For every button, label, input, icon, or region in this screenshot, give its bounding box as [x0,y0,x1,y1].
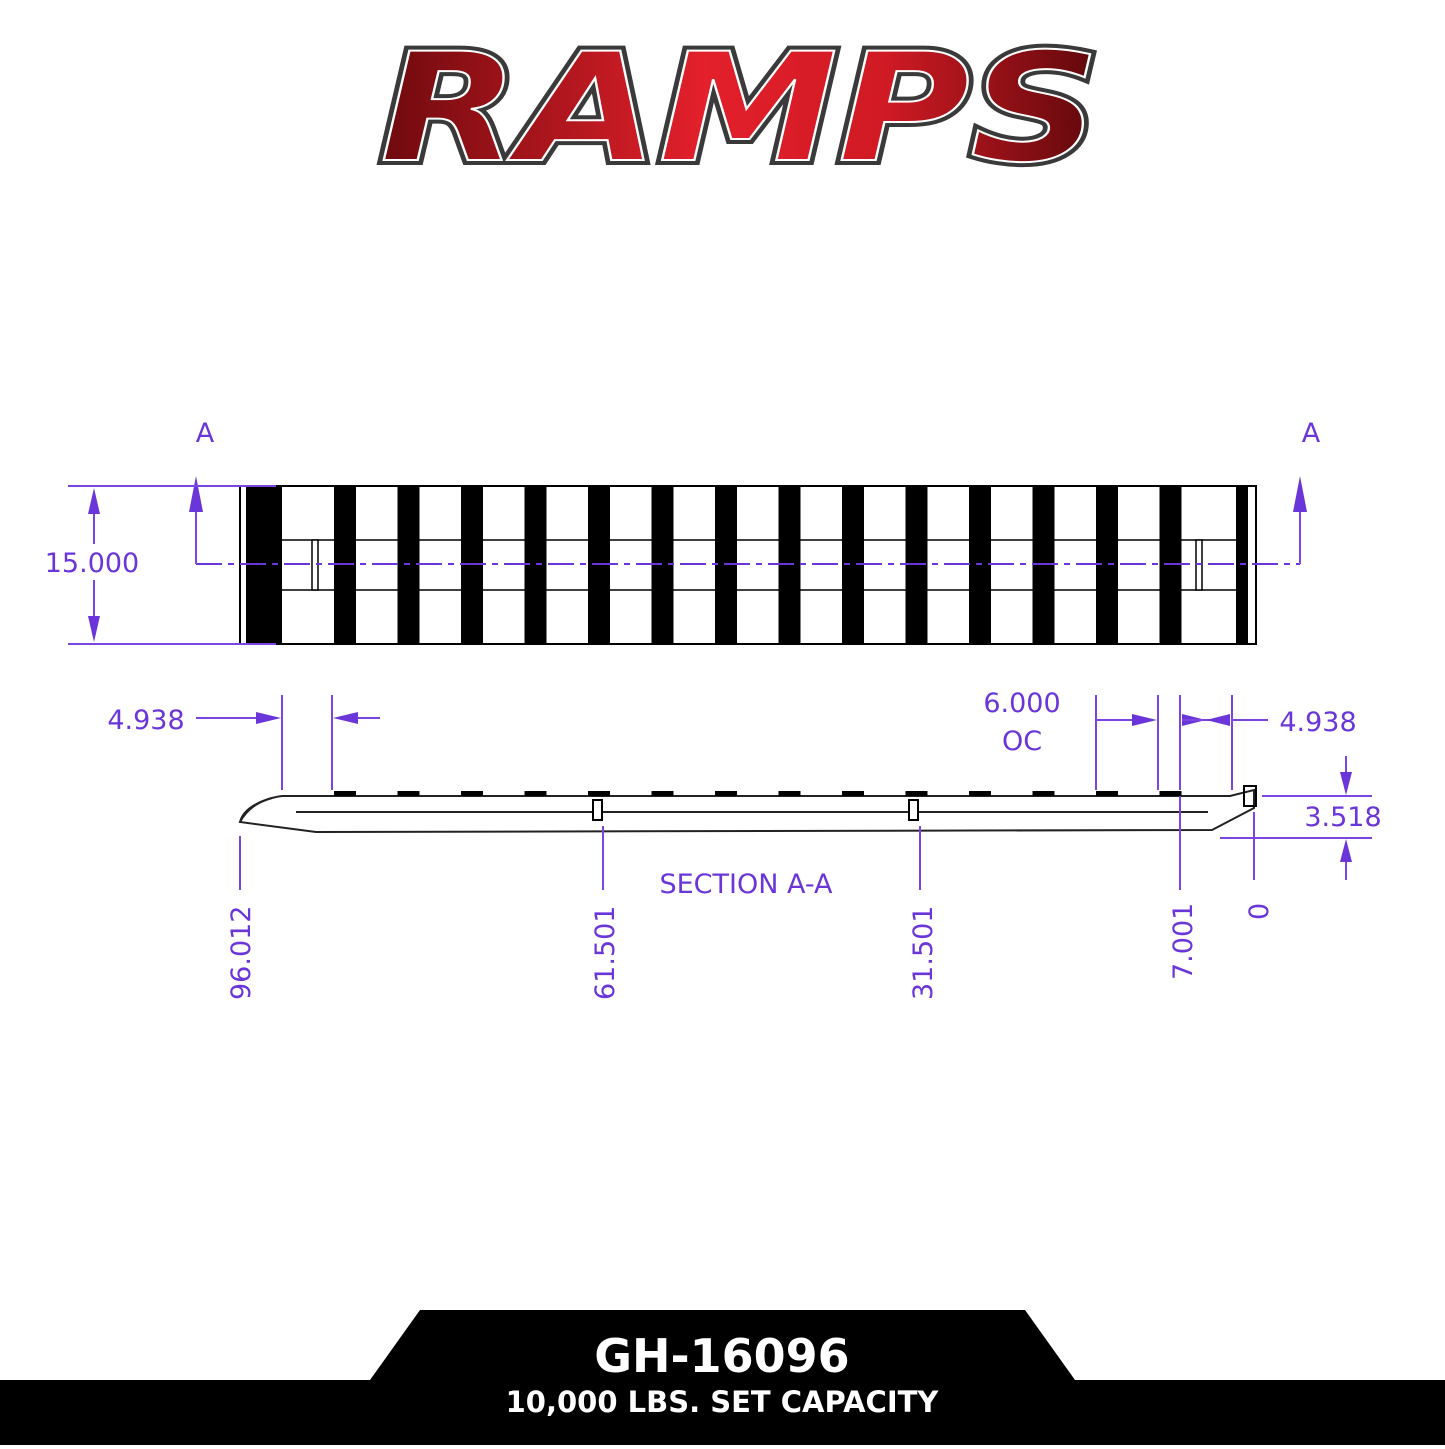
tread [969,791,991,796]
tread [905,791,928,796]
tread [842,791,864,796]
section-marker-left-label: A [196,418,215,449]
section-marker-right: A [1293,418,1321,564]
right-offset-label: 4.938 [1279,707,1356,738]
tread [651,791,674,796]
spacing-label: 6.000 [983,688,1060,719]
arrow-left-icon [1206,714,1230,726]
ramp-lip [239,797,273,823]
tread [715,791,737,796]
arrow-up-icon [189,476,203,512]
rung [842,486,864,644]
tread [334,791,356,796]
rung [524,486,547,644]
arrow-right-icon [256,712,281,724]
arrow-down-icon [88,616,100,642]
section-label: SECTION A-A [659,869,833,900]
arrow-up-icon [1293,476,1307,512]
ramp-profile [238,788,1255,834]
section-marker-right-label: A [1302,418,1321,449]
banner-trapezoid [370,1310,1075,1380]
arrow-up-icon [1340,839,1352,862]
height-label: 3.518 [1304,802,1381,833]
tread [1032,791,1055,796]
spacing-dimension: 6.000 OC [983,688,1159,790]
tread [524,791,547,796]
ramps-logo: RAMPS RAMPS [375,17,1105,201]
ramp-treads [334,791,1182,796]
spacing-unit-label: OC [1002,726,1042,757]
capacity-text: 10,000 LBS. SET CAPACITY [506,1385,940,1419]
end-hook [1243,785,1257,807]
model-number: GH-16096 [594,1329,849,1383]
model-banner: GH-16096 10,000 LBS. SET CAPACITY [0,1310,1445,1445]
station-label-31: 31.501 [908,906,939,1000]
arrow-right-icon [1132,714,1157,726]
logo-text-outline: RAMPS [380,22,1100,196]
arrow-down-icon [1340,772,1352,795]
ramp-top-view [196,485,1300,645]
height-dimension: 3.518 [1220,756,1382,880]
support-leg-2 [908,799,919,821]
tread [1096,791,1118,796]
arrow-up-icon [88,488,100,514]
logo-text: RAMPS [380,22,1100,196]
tread [397,791,420,796]
banner-bar [0,1380,1445,1445]
left-offset-dimension: 4.938 [107,695,380,790]
tread [1159,791,1182,796]
width-dimension-label: 15.000 [45,548,139,579]
station-lines [239,796,1255,890]
arrow-left-icon [333,712,358,724]
tread [588,791,610,796]
tread [461,791,483,796]
station-label-0: 0 [1244,903,1275,920]
station-label-61: 61.501 [590,906,621,1000]
left-offset-label: 4.938 [107,705,184,736]
station-label-96: 96.012 [226,906,257,1000]
rung [651,486,674,644]
right-offset-dimension: 4.938 [1179,695,1357,790]
tread [778,791,801,796]
support-leg-1 [592,799,603,821]
width-dimension: 15.000 [40,485,276,645]
section-marker-left: A [189,418,215,564]
ramp-side-view [238,785,1257,834]
station-label-7: 7.001 [1168,903,1199,980]
rung [1096,486,1118,644]
